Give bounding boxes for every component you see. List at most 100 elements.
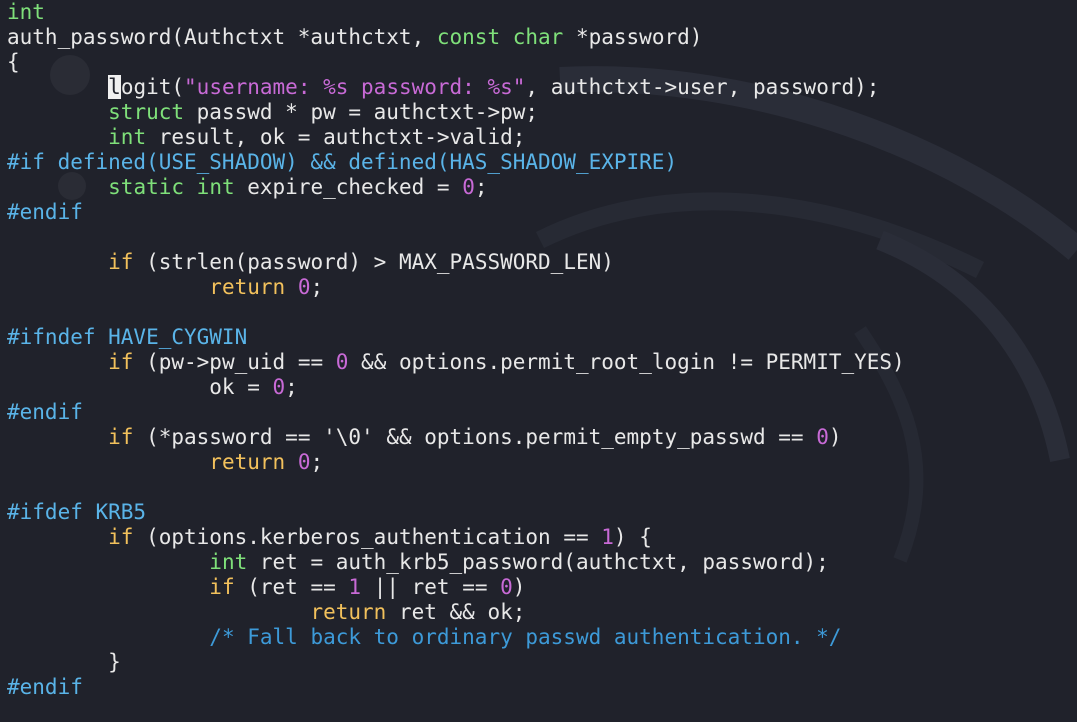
code-token: ret && ok; (386, 600, 526, 624)
code-line: #ifndef HAVE_CYGWIN (7, 325, 905, 350)
text-cursor: l (108, 75, 121, 99)
code-token: return (209, 450, 286, 474)
code-line: { (7, 50, 905, 75)
code-line: struct passwd * pw = authctxt->pw; (7, 100, 905, 125)
code-line: #ifdef KRB5 (7, 500, 905, 525)
code-line: int result, ok = authctxt->valid; (7, 125, 905, 150)
code-line: static int expire_checked = 0; (7, 175, 905, 200)
code-token: 0 (816, 425, 829, 449)
code-line: if (options.kerberos_authentication == 1… (7, 525, 905, 550)
code-token: 0 (297, 275, 311, 299)
code-token: *password) (563, 25, 703, 49)
code-token: 0 (272, 375, 286, 399)
code-token (7, 125, 108, 149)
code-token: 0 (297, 450, 311, 474)
code-line (7, 475, 905, 500)
code-token (285, 275, 298, 299)
code-line: int (7, 0, 905, 25)
code-token: ) (828, 425, 842, 449)
code-token: (strlen(password) > MAX_PASSWORD_LEN) (133, 250, 614, 274)
code-line: if (*password == '\0' && options.permit_… (7, 425, 905, 450)
code-token: const (436, 25, 501, 49)
code-token: int (108, 125, 147, 149)
code-token (7, 175, 108, 199)
wallpaper-curve-1 (559, 66, 1077, 260)
code-token (285, 450, 298, 474)
code-token: ; (310, 275, 324, 299)
code-token: if (108, 525, 134, 549)
code-token: #if defined(USE_SHADOW) && defined(HAS_S… (7, 150, 678, 174)
code-line: #endif (7, 675, 905, 700)
code-token: int (7, 0, 45, 24)
code-token: int (209, 550, 248, 574)
code-token (7, 75, 108, 99)
code-token: ) (512, 575, 526, 599)
code-token (7, 100, 108, 124)
code-token (7, 575, 209, 599)
code-token: result, ok = authctxt->valid; (146, 125, 526, 149)
code-token: ; (474, 175, 488, 199)
code-line: if (strlen(password) > MAX_PASSWORD_LEN) (7, 250, 905, 275)
code-token: "username: %s password: %s" (184, 75, 526, 99)
code-token: if (209, 575, 235, 599)
wallpaper-blob-2 (58, 172, 86, 200)
code-line (7, 300, 905, 325)
code-token: #ifdef KRB5 (7, 500, 147, 524)
code-token: if (108, 425, 134, 449)
code-line: } (7, 650, 905, 675)
wallpaper-curve-2 (535, 192, 985, 279)
wallpaper-blob (50, 55, 90, 95)
code-line: #endif (7, 400, 905, 425)
code-line: if (pw->pw_uid == 0 && options.permit_ro… (7, 350, 905, 375)
code-token (7, 450, 209, 474)
code-token: ret = auth_krb5_password(authctxt, passw… (247, 550, 829, 574)
code-token: return (209, 275, 286, 299)
code-token: #ifndef HAVE_CYGWIN (7, 325, 248, 349)
code-token: struct (108, 100, 185, 124)
code-token (500, 25, 513, 49)
code-token: auth_password(Authctxt *authctxt, (7, 25, 437, 49)
code-line: #endif (7, 200, 905, 225)
code-line: int ret = auth_krb5_password(authctxt, p… (7, 550, 905, 575)
code-token: ; (310, 450, 324, 474)
code-token: passwd * pw = authctxt->pw; (184, 100, 539, 124)
code-token: return (310, 600, 387, 624)
wallpaper-curve-4 (854, 326, 924, 563)
code-line: return 0; (7, 450, 905, 475)
code-token (184, 175, 197, 199)
code-token: , authctxt->user, password); (525, 75, 880, 99)
code-token (7, 600, 310, 624)
code-token: (*password == '\0' && options.permit_emp… (133, 425, 817, 449)
code-line: if (ret == 1 || ret == 0) (7, 575, 905, 600)
code-token (7, 250, 108, 274)
code-line: #if defined(USE_SHADOW) && defined(HAS_S… (7, 150, 905, 175)
code-token: 1 (601, 525, 614, 549)
code-token: 1 (348, 575, 362, 599)
code-token: expire_checked = (234, 175, 463, 199)
code-line: return 0; (7, 275, 905, 300)
code-token: (options.kerberos_authentication == (133, 525, 602, 549)
code-token: int (196, 175, 235, 199)
code-token: ; (285, 375, 298, 399)
code-token: ) { (613, 525, 652, 549)
code-token (7, 350, 108, 374)
code-token: ogit( (120, 75, 185, 99)
code-line: logit("username: %s password: %s", authc… (7, 75, 905, 100)
code-token (7, 525, 108, 549)
code-token: || ret == (361, 575, 501, 599)
code-token (7, 550, 209, 574)
code-line: return ret && ok; (7, 600, 905, 625)
code-line: /* Fall back to ordinary passwd authenti… (7, 625, 905, 650)
code-line (7, 225, 905, 250)
code-token: static (108, 175, 185, 199)
code-token: 0 (500, 575, 513, 599)
code-token: #endif (7, 400, 83, 424)
code-token: #endif (7, 675, 83, 699)
code-line: ok = 0; (7, 375, 905, 400)
code-token: char (512, 25, 564, 49)
code-token: #endif (7, 200, 83, 224)
code-token: if (108, 250, 134, 274)
code-token: 0 (335, 350, 349, 374)
